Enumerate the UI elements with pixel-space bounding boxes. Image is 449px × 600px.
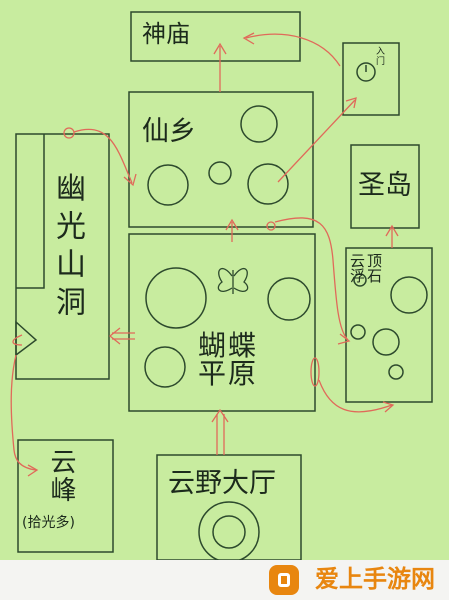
watermark-text: 爱上手游网 [315,565,435,593]
arrowhead-hudie [211,408,229,423]
room-shenmiao-box [130,11,301,62]
room-small-box [342,42,400,116]
xianjing-circle-1 [240,105,278,143]
arrowhead-yunfeng [27,464,39,477]
label-yunfeng: 云峰 [46,448,76,504]
arrowhead-small [345,97,357,109]
path-xianjing-yunding [274,217,349,341]
cave-side-marker [12,334,23,346]
room-yunye-box [156,454,302,560]
label-shenmiao: 神庙 [142,20,190,48]
arrowhead-shenmiao [242,32,255,45]
hudie-circle-1 [145,267,207,329]
hudie-circle-3 [144,346,186,388]
room-yunfeng-box [17,439,114,553]
watermark-logo-icon [269,565,299,595]
path-xianjing-small [277,99,356,183]
yunding-circle-4 [372,328,400,356]
path-cave-xianjing [73,128,133,184]
path-cave-yunfeng [10,354,37,471]
cave-passage-line [16,134,45,289]
arrowhead-yunding-bottom [382,401,395,413]
cave-top-exit-marker [63,127,75,139]
xianjing-circle-2 [147,164,189,206]
label-xianjing: 仙乡 [142,116,196,147]
cave-entrance-marker [15,320,38,357]
yunye-circle-outer [198,501,260,560]
label-yunding: 云顶浮石 [350,252,385,285]
arrowhead-hudie-up [225,218,239,231]
label-yunye: 云野大厅 [168,468,276,499]
label-youguang: 幽光山洞 [50,172,85,324]
yunding-circle-1 [353,273,367,287]
room-xianjing-box [128,91,314,228]
arrowhead-xianjing [123,173,137,187]
yunding-circle-3 [350,324,366,340]
hudie-circle-2 [267,277,311,321]
room-hudie-box [128,233,316,412]
room-youguang-box [15,133,110,380]
arrowhead-cave [108,327,121,345]
label-hudie: 蝴蝶平原 [198,329,259,390]
watermark-bar: 爱上手游网 [0,560,449,600]
butterfly-icon [217,267,249,294]
room-shengdao-box [350,144,420,229]
arrowhead-up-shenmiao [213,42,227,55]
room-yunding-box [345,247,433,403]
label-shengdao: 圣岛 [358,170,412,201]
xianjing-exit-marker [266,221,276,231]
map-canvas: 神庙 入门 仙乡 圣岛 幽光山洞 蝴蝶平原 云顶浮石 云峰 (拾光多) 云野大厅 [10,11,433,560]
path-shenmiao-small [245,33,341,67]
yunding-circle-5 [388,364,404,380]
xianjing-circle-4 [247,163,289,205]
path-hudie-yunding [318,379,393,413]
compass-icon [356,62,376,82]
arrowhead-shengdao [385,224,399,237]
label-small-door: 入门 [374,46,384,66]
yunding-circle-2 [390,276,428,314]
yunye-circle-inner [212,515,246,549]
map-drawing [10,11,433,560]
arrowhead-yunding [337,333,351,345]
label-yunfeng-note: (拾光多) [22,515,75,531]
hudie-exit-marker [310,357,320,387]
xianjing-circle-3 [208,161,232,185]
